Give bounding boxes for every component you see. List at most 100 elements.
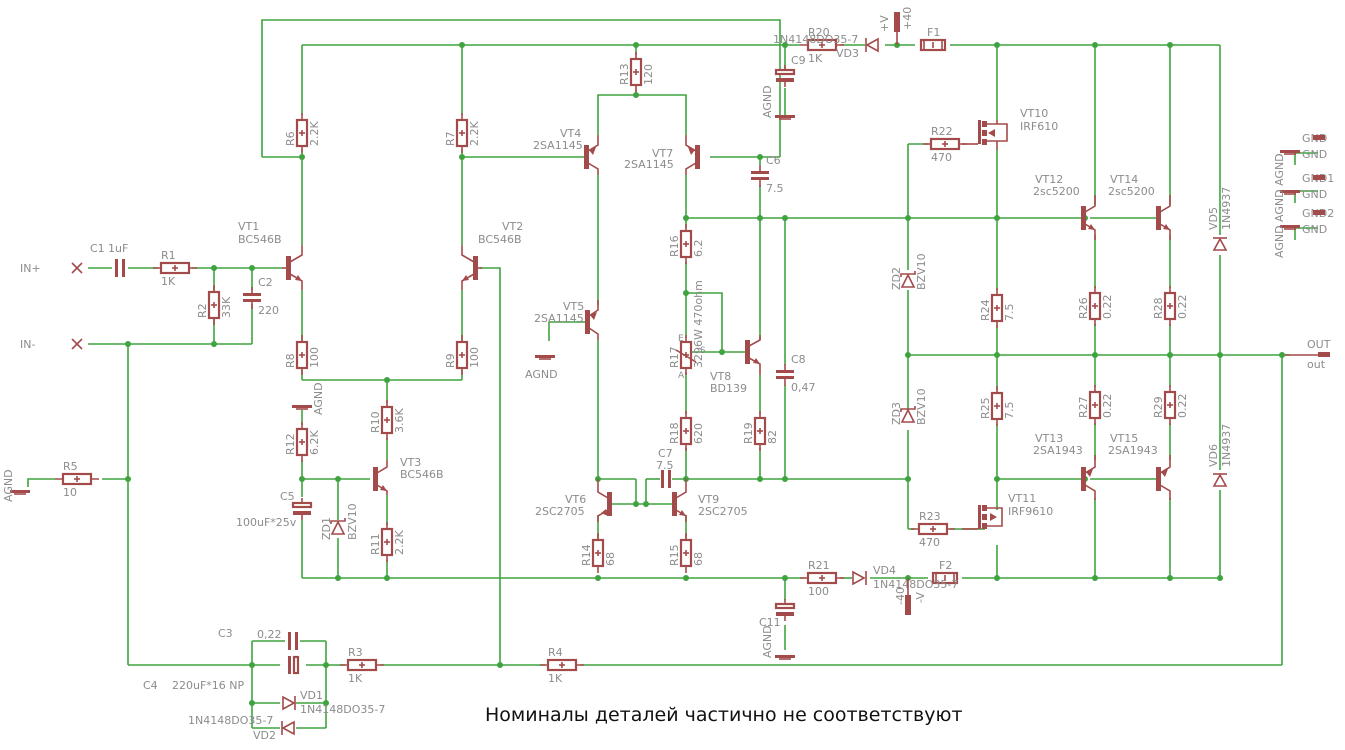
ground-agnd: AGND — [761, 625, 795, 660]
capacitor-C11[interactable]: C11 — [759, 599, 796, 629]
capacitor-C8[interactable]: C80,47 — [776, 353, 816, 394]
capacitor-C7[interactable]: C77.5 — [656, 447, 674, 488]
capacitor-name: C4 — [143, 679, 158, 692]
capacitor-value: 220uF*16 NP — [172, 679, 245, 692]
resistor-name: R14 — [580, 544, 593, 566]
capacitor-value: 0,22 — [257, 628, 282, 641]
capacitor-value: 7.5 — [656, 459, 674, 472]
diode-VD1[interactable]: VD1 1N4148DO35-7 — [282, 689, 385, 716]
capacitor-C9[interactable]: C9 — [774, 54, 806, 87]
transistor-VT4[interactable]: VT4 2SA1145 — [533, 127, 599, 175]
vd2-name: VD2 — [253, 729, 276, 742]
transistor-VT6[interactable]: VT6 2SC2705 — [535, 479, 612, 522]
port-inplus[interactable]: IN+ — [20, 262, 83, 275]
zener-ZD2[interactable]: ZD2 BZV10 — [890, 253, 928, 290]
transistor-VT11[interactable]: VT11 IRF9610 — [962, 492, 1053, 530]
capacitor-C6[interactable]: C67.5 — [751, 154, 784, 195]
capacitor-C4[interactable]: C4 220uF*16 NP — [143, 655, 300, 692]
transistor-VT1[interactable]: VT1 BC546B — [238, 220, 303, 290]
capacitor-value: 0,47 — [791, 381, 816, 394]
diode-VD6[interactable]: VD6 1N4937 — [1207, 424, 1233, 487]
transistor-VT15[interactable]: VT15 2SA1943 — [1108, 432, 1171, 500]
resistor-value: 6.2K — [308, 430, 321, 455]
capacitor-name: C6 — [766, 154, 781, 167]
resistor-name: R2 — [196, 303, 209, 318]
pot-pin-a: A — [678, 371, 685, 381]
resistor-value: 1K — [808, 52, 823, 65]
resistor-value: 620 — [692, 423, 705, 444]
vt15-model: 2SA1943 — [1108, 444, 1158, 457]
resistor-name: R26 — [1077, 297, 1090, 319]
zener-ZD1[interactable]: ZD1 BZV10 — [320, 503, 359, 540]
resistor-name: R23 — [919, 510, 941, 523]
resistor-name: R21 — [808, 559, 830, 572]
transistor-VT12[interactable]: VT12 2sc5200 — [1033, 173, 1096, 240]
fuse-name: F2 — [939, 559, 952, 572]
transistor-VT5[interactable]: VT5 2SA1145 — [534, 300, 599, 341]
resistor-value: 470 — [919, 536, 940, 549]
transistor-VT10[interactable]: VT10 IRF610 — [962, 107, 1058, 150]
transistor-VT8[interactable]: VT8 BD139 — [710, 335, 761, 395]
transistor-VT9[interactable]: VT9 2SC2705 — [672, 479, 748, 522]
transistor-VT3[interactable]: VT3 BC546B — [373, 456, 444, 495]
port-inminus[interactable]: IN- — [20, 338, 83, 351]
transistor-VT7[interactable]: VT7 2SA1145 — [624, 135, 700, 175]
zd2-model: BZV10 — [915, 253, 928, 290]
diode-VD5[interactable]: VD5 1N4937 — [1207, 187, 1233, 251]
resistor-value: 1K — [348, 672, 363, 685]
diode-VD4[interactable]: VD4 1N4148DO35-7 — [852, 564, 958, 591]
transistor-VT13[interactable]: VT13 2SA1943 — [1033, 432, 1096, 500]
fuse-F2[interactable]: F2 — [931, 559, 959, 585]
supply-neg-label: -V — [914, 592, 927, 603]
resistor-name: R22 — [931, 125, 953, 138]
transistor-VT2[interactable]: VT2 BC546B — [461, 220, 523, 290]
fuse-F1[interactable]: F1 — [919, 26, 947, 52]
diode-VD2[interactable]: VD2 1N4148DO35-7 — [188, 714, 295, 742]
wires — [27, 19, 1318, 729]
resistor-name: R11 — [369, 533, 382, 555]
transistor-VT14[interactable]: VT14 2sc5200 — [1108, 173, 1171, 240]
vt10-name: VT10 — [1020, 107, 1048, 120]
vt4-name: VT4 — [560, 127, 581, 140]
diode-VD3[interactable]: VD3 1N4148DO35-7 — [773, 33, 879, 60]
capacitor-name: C1 — [90, 242, 105, 255]
vd6-name: VD6 — [1207, 444, 1220, 467]
resistor-R23[interactable]: R23 470 — [911, 510, 955, 549]
zener-ZD3[interactable]: ZD3 BZV10 — [890, 388, 928, 425]
